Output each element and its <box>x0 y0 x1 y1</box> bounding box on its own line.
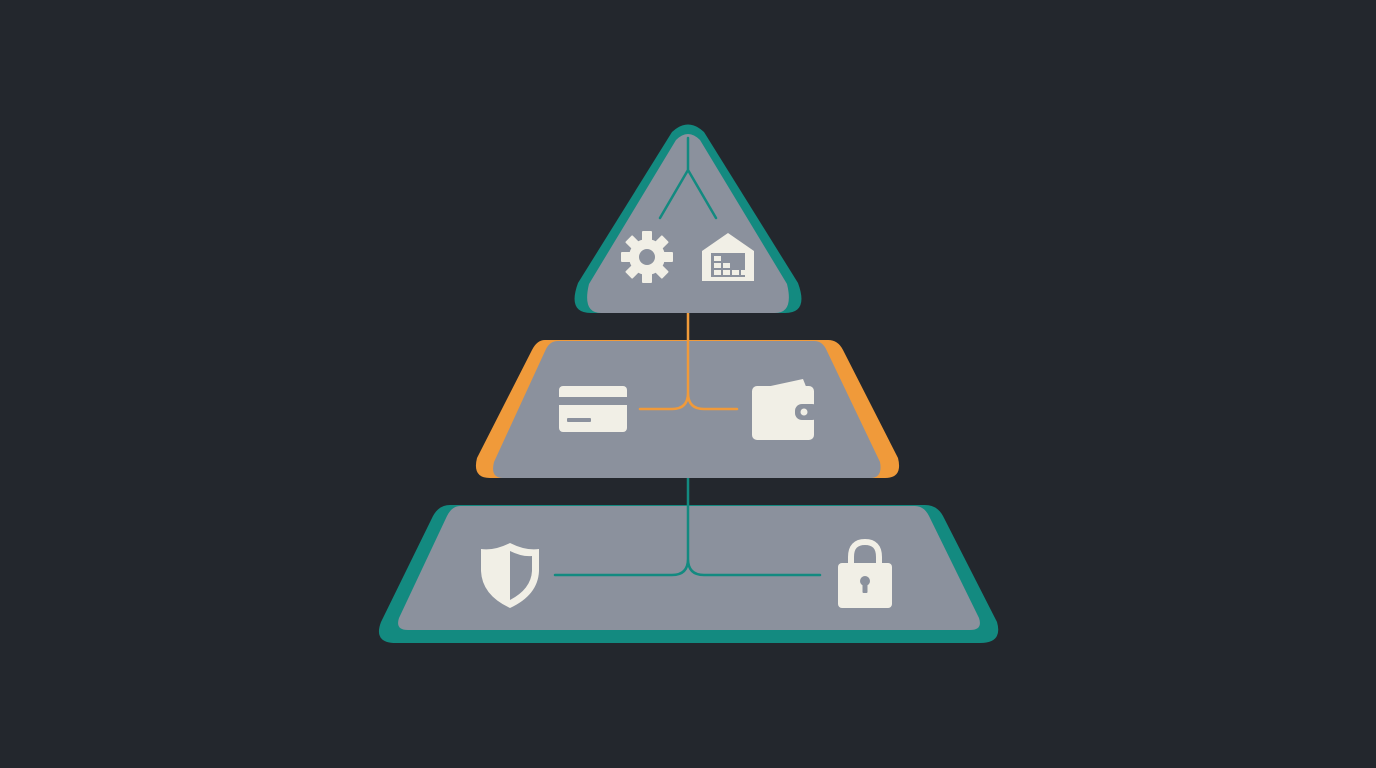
tier-bottom <box>378 451 999 643</box>
connector-bottom-line <box>553 453 822 577</box>
credit-card-icon <box>559 386 627 432</box>
tier-middle-fill <box>493 341 881 478</box>
tier-middle <box>475 286 900 478</box>
gear-icon <box>621 231 673 283</box>
wallet-icon <box>752 379 819 440</box>
lock-icon <box>838 538 892 608</box>
apex-branch-line <box>658 136 718 220</box>
connector-middle-line <box>638 288 739 411</box>
tier-top <box>574 124 802 313</box>
shield-icon <box>481 543 539 608</box>
warehouse-icon <box>702 233 754 281</box>
